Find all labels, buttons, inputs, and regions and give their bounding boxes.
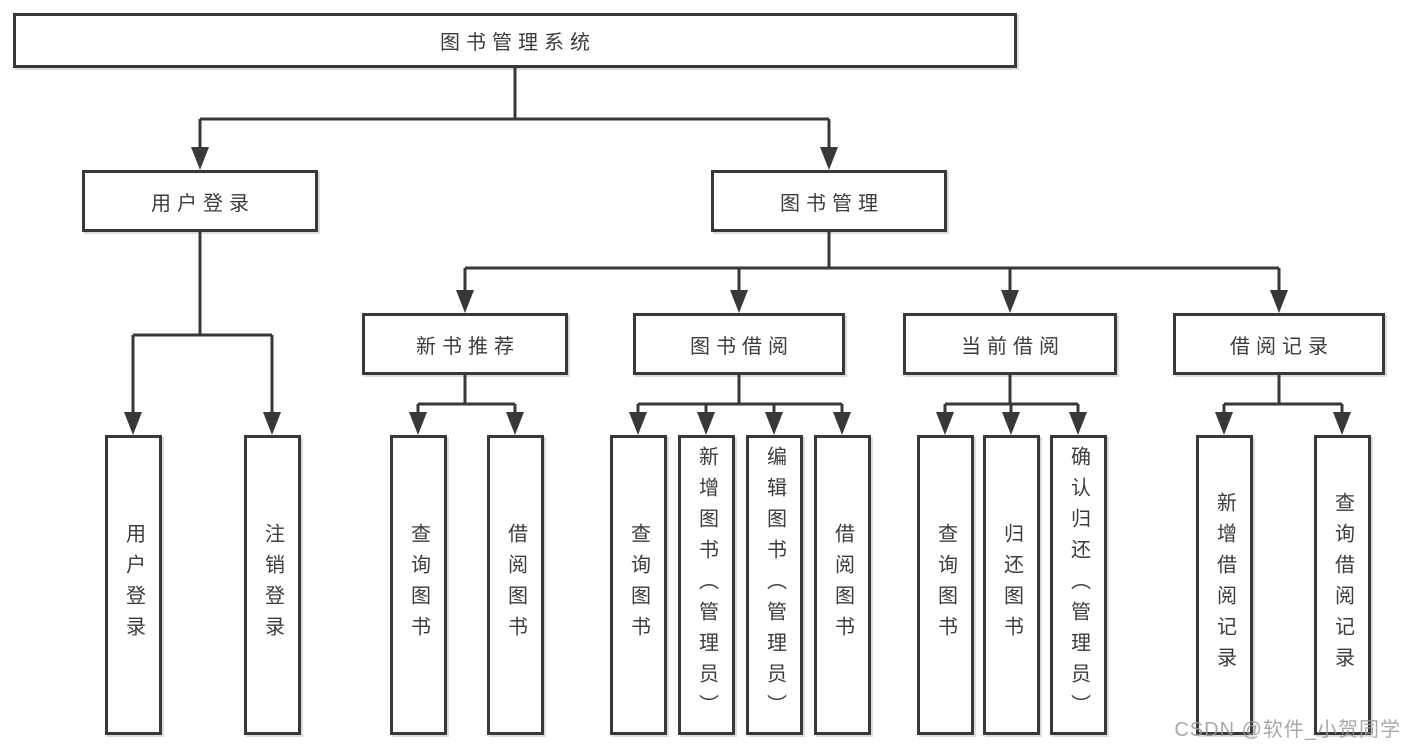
leaf-borrow-books-recommend-label: 借阅图书 [504,523,527,647]
leaf-edit-book-admin-label: 编辑图书（管理员） [763,445,786,725]
leaf-borrow-books-recommend: 借阅图书 [487,435,544,735]
node-borrowing-records-label: 借阅记录 [1230,335,1334,358]
leaf-add-borrow-record-label: 新增借阅记录 [1213,492,1236,678]
leaf-query-books-current: 查询图书 [917,435,974,735]
leaf-query-books-recommend: 查询图书 [390,435,447,735]
node-user-login: 用户登录 [82,170,318,232]
leaf-user-login-label: 用户登录 [122,523,145,647]
leaf-add-book-admin-label: 新增图书（管理员） [695,445,718,725]
node-current-borrowing-label: 当前借阅 [961,335,1065,358]
csdn-watermark: CSDN @软件_小贺同学 [1174,719,1401,741]
leaf-query-borrow-record: 查询借阅记录 [1314,435,1371,735]
leaf-borrow-books-borrowing-label: 借阅图书 [831,523,854,647]
node-current-borrowing: 当前借阅 [903,313,1117,375]
node-user-login-label: 用户登录 [151,192,255,215]
leaf-add-borrow-record: 新增借阅记录 [1196,435,1253,735]
node-book-borrowing-label: 图书借阅 [690,335,794,358]
leaf-logout: 注销登录 [244,435,301,735]
leaf-confirm-return-admin-label: 确认归还（管理员） [1067,445,1090,725]
leaf-query-books-recommend-label: 查询图书 [407,523,430,647]
node-book-borrowing: 图书借阅 [633,313,845,375]
leaf-query-books-borrowing: 查询图书 [610,435,667,735]
leaf-user-login: 用户登录 [105,435,162,735]
leaf-add-book-admin: 新增图书（管理员） [678,435,735,735]
leaf-logout-label: 注销登录 [261,523,284,647]
leaf-confirm-return-admin: 确认归还（管理员） [1050,435,1107,735]
connector-lines [131,68,1344,412]
leaf-query-books-current-label: 查询图书 [934,523,957,647]
node-book-management: 图书管理 [711,170,947,232]
leaf-return-books-label: 归还图书 [1000,523,1023,647]
arrow-down-heads [124,147,1351,435]
leaf-query-borrow-record-label: 查询借阅记录 [1331,492,1354,678]
leaf-return-books: 归还图书 [983,435,1040,735]
node-new-book-recommend-label: 新书推荐 [416,335,520,358]
node-new-book-recommend: 新书推荐 [362,313,568,375]
leaf-edit-book-admin: 编辑图书（管理员） [746,435,803,735]
leaf-query-books-borrowing-label: 查询图书 [627,523,650,647]
node-borrowing-records: 借阅记录 [1173,313,1385,375]
node-system-root-label: 图书管理系统 [440,32,596,54]
node-book-management-label: 图书管理 [780,192,884,215]
node-system-root: 图书管理系统 [13,13,1017,68]
leaf-borrow-books-borrowing: 借阅图书 [814,435,871,735]
